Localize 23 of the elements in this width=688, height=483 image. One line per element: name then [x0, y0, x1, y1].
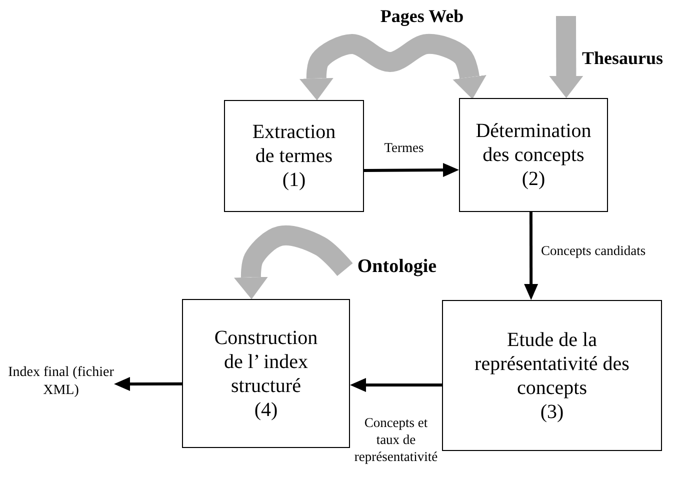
process-box: [459, 98, 608, 212]
step-title: Etude de la représentativité des concepts: [474, 328, 630, 400]
process-box: [442, 300, 662, 451]
arrow: [350, 378, 442, 392]
arrow: [524, 212, 538, 300]
step-number: (2): [522, 167, 546, 191]
flow-arrow: [234, 225, 353, 300]
arrow: [114, 376, 182, 391]
step-number: (1): [282, 168, 306, 192]
process-box: [182, 299, 350, 448]
source-label: Thesaurus: [582, 50, 664, 67]
flow-arrow: [299, 34, 486, 100]
step-number: (3): [540, 400, 564, 424]
flow-arrow: [549, 16, 584, 98]
source-label: Pages Web: [379, 8, 465, 25]
arrow: [364, 162, 459, 177]
step-number: (4): [254, 398, 278, 422]
step-title: Construction de l’ index structuré: [213, 326, 319, 398]
output-label: Index final (fichier XML): [8, 364, 114, 400]
step-title: Extraction de termes: [251, 120, 337, 168]
step-title: Détermination des concepts: [474, 119, 592, 167]
process-box: [224, 100, 364, 212]
source-label: Ontologie: [357, 256, 437, 278]
